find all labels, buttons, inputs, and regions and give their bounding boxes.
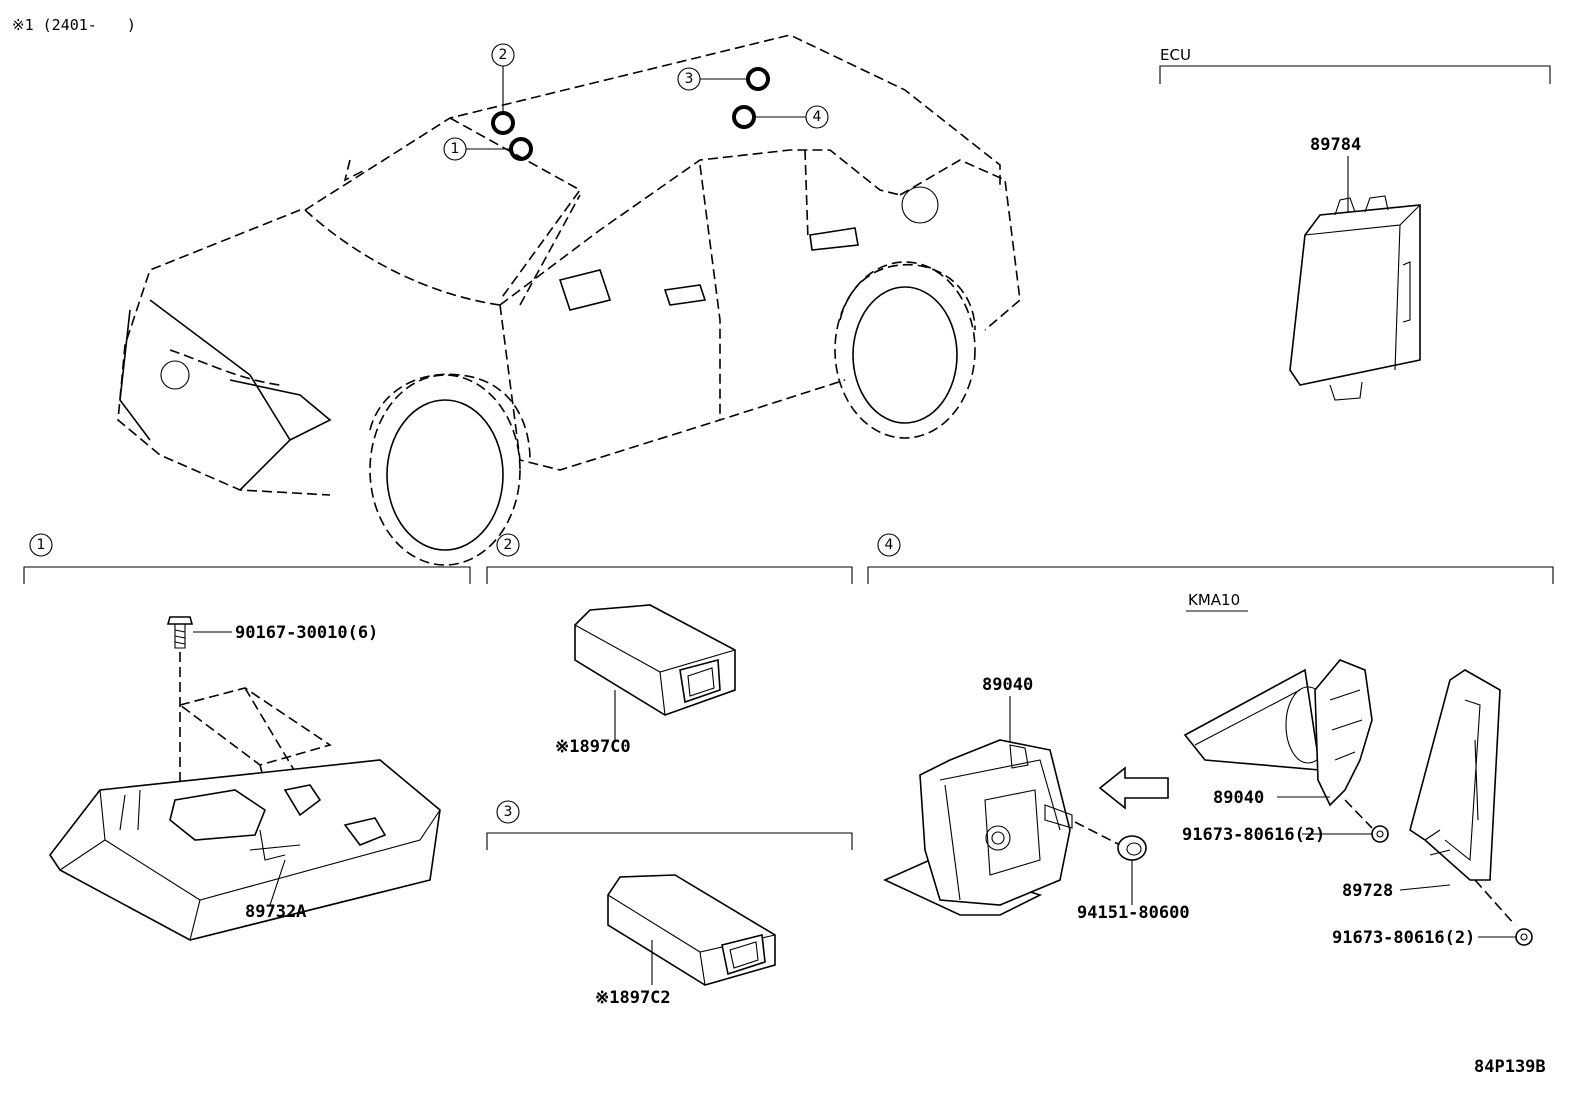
module-897C2 bbox=[607, 874, 776, 986]
section-4: 4 KMA10 89040 94151-80600 bbox=[867, 533, 1554, 948]
svg-text:3: 3 bbox=[685, 71, 694, 87]
car-callout-4: 4 bbox=[805, 105, 829, 129]
car-callout-3: 3 bbox=[677, 67, 701, 91]
part-label-90167: 90167-30010(6) bbox=[235, 623, 378, 643]
direction-arrow bbox=[1098, 766, 1169, 810]
module-897C0 bbox=[574, 604, 736, 716]
bolt-91673-lower bbox=[1515, 928, 1533, 946]
car-callout-1: 1 bbox=[443, 137, 467, 161]
nut-94151 bbox=[1117, 835, 1147, 861]
part-label-897C0: ※1897C0 bbox=[555, 737, 631, 757]
vehicle-illustration bbox=[117, 34, 1021, 566]
svg-text:1: 1 bbox=[37, 537, 46, 553]
part-label-89732A: 89732A bbox=[245, 902, 306, 922]
part-label-897C2: ※1897C2 bbox=[595, 988, 671, 1008]
marker-2-ring bbox=[491, 111, 515, 135]
part-label-89784: 89784 bbox=[1310, 135, 1361, 155]
section-3: 3 ※1897C2 bbox=[486, 800, 853, 1008]
section-1-number: 1 bbox=[29, 533, 53, 557]
bracket-89728 bbox=[1409, 669, 1516, 926]
car-callout-2: 2 bbox=[491, 43, 515, 67]
section-ecu-label: ECU bbox=[1160, 46, 1191, 64]
section-4-number: 4 bbox=[877, 533, 901, 557]
part-label-89040-a: 89040 bbox=[982, 675, 1033, 695]
marker-1-ring bbox=[509, 137, 533, 161]
section-1: 1 90167-30010(6) bbox=[23, 533, 471, 941]
svg-text:2: 2 bbox=[504, 537, 513, 553]
part-label-94151: 94151-80600 bbox=[1077, 903, 1190, 923]
section-4-sublabel: KMA10 bbox=[1188, 591, 1240, 609]
svg-text:3: 3 bbox=[504, 804, 513, 820]
part-label-91673-b: 91673-80616(2) bbox=[1332, 928, 1475, 948]
svg-text:1: 1 bbox=[451, 141, 460, 157]
svg-text:4: 4 bbox=[813, 109, 822, 125]
marker-3-ring bbox=[746, 67, 770, 91]
bolt-91673-upper bbox=[1371, 825, 1389, 843]
part-label-89728: 89728 bbox=[1342, 881, 1393, 901]
svg-text:2: 2 bbox=[499, 47, 508, 63]
sensor-89040-left bbox=[883, 739, 1073, 916]
ecu-module-89784 bbox=[1289, 195, 1421, 401]
part-label-89040-b: 89040 bbox=[1213, 788, 1264, 808]
marker-4-ring bbox=[732, 105, 756, 129]
part-label-91673-a: 91673-80616(2) bbox=[1182, 825, 1325, 845]
location-markers: 2 1 3 4 bbox=[443, 43, 829, 161]
section-ecu: ECU 89784 bbox=[1159, 46, 1551, 401]
diagram-code: 84P139B bbox=[1474, 1057, 1546, 1077]
dome-lamp-89732A bbox=[49, 687, 441, 941]
sensor-89040-right bbox=[1183, 659, 1373, 829]
screw-90167 bbox=[166, 616, 194, 649]
section-2: 2 ※1897C0 bbox=[486, 533, 853, 757]
header-note: ※1 (2401- ) bbox=[12, 16, 136, 34]
section-2-number: 2 bbox=[496, 533, 520, 557]
svg-text:4: 4 bbox=[885, 537, 894, 553]
section-3-number: 3 bbox=[496, 800, 520, 824]
